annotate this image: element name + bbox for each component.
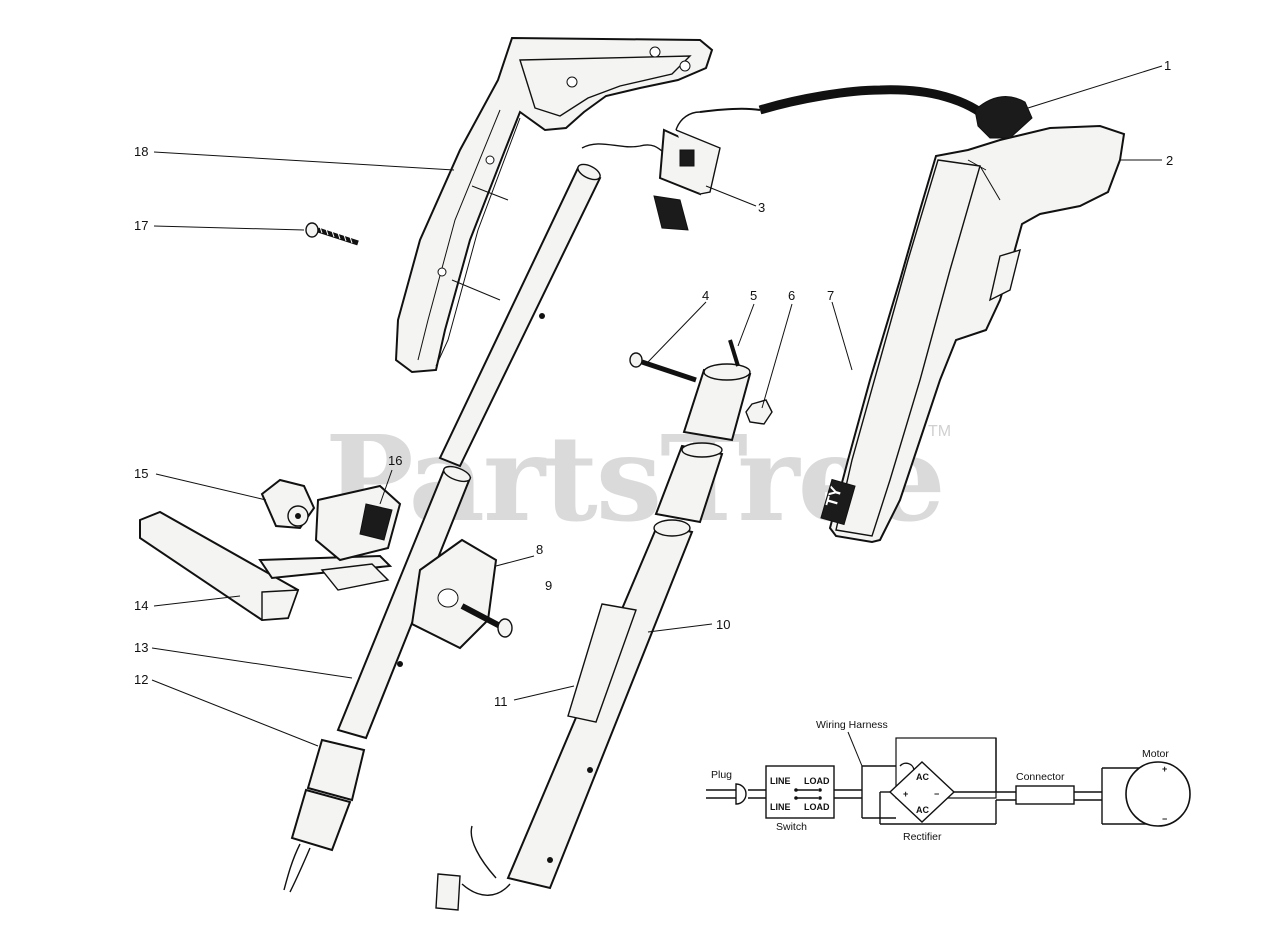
watermark-trademark: TM <box>928 423 951 440</box>
callout-11: 11 <box>494 694 508 709</box>
switch-box <box>765 765 835 819</box>
wiring-schematic: Wiring Harness Plug LINE LOAD LINE LOAD … <box>706 719 1191 843</box>
rectifier-ac-bottom: AC <box>916 805 929 815</box>
callout-12: 12 <box>134 672 148 687</box>
part-12-coupling <box>283 738 366 893</box>
plug-label: Plug <box>711 769 732 781</box>
part-10-lower-right-tube <box>506 519 694 890</box>
callout-18: 18 <box>134 144 148 159</box>
switch-label: Switch <box>776 821 807 833</box>
part-17-screw <box>305 222 359 246</box>
callout-4: 4 <box>702 288 709 303</box>
right-short-tube <box>654 442 724 524</box>
callout-7: 7 <box>827 288 834 303</box>
part-3-switch <box>581 111 721 231</box>
part-6-nut <box>745 399 773 425</box>
motor-symbol <box>1125 761 1191 827</box>
callout-labels: 1 2 3 4 5 6 7 8 9 10 11 12 13 14 15 16 1… <box>134 58 1173 709</box>
part-1-cord-plug <box>699 85 1033 139</box>
part-4-bolt <box>629 352 697 383</box>
leader-lines <box>151 65 1163 747</box>
callout-5: 5 <box>750 288 757 303</box>
rectifier-ac-top: AC <box>916 772 929 782</box>
callout-14: 14 <box>134 598 148 613</box>
switch-line-top: LINE <box>770 776 791 786</box>
callout-3: 3 <box>758 200 765 215</box>
rectifier-plus: + <box>903 789 908 799</box>
callout-17: 17 <box>134 218 148 233</box>
callout-10: 10 <box>716 617 730 632</box>
switch-line-bottom: LINE <box>770 802 791 812</box>
switch-load-bottom: LOAD <box>804 802 830 812</box>
part-13-lower-tube <box>336 465 472 740</box>
motor-minus: − <box>1162 814 1167 824</box>
callout-2: 2 <box>1166 153 1173 168</box>
rectifier-diamond <box>888 761 956 823</box>
callout-1: 1 <box>1164 58 1171 73</box>
decal-label: TY <box>824 484 846 509</box>
connector-symbol <box>1015 785 1075 805</box>
callout-15: 15 <box>134 466 148 481</box>
part-2-handle-half-right: TY <box>820 124 1126 544</box>
callout-6: 6 <box>788 288 795 303</box>
callout-13: 13 <box>134 640 148 655</box>
motor-label: Motor <box>1142 748 1169 760</box>
callout-8: 8 <box>536 542 543 557</box>
rectifier-minus: − <box>934 789 939 799</box>
part-15-knob <box>260 478 316 530</box>
connector-label: Connector <box>1016 771 1065 783</box>
part-5-connector <box>682 339 752 442</box>
upper-tube <box>438 163 602 468</box>
switch-load-top: LOAD <box>804 776 830 786</box>
part-8-bracket <box>410 538 498 650</box>
plug-symbol <box>735 783 747 805</box>
wiring-harness-label: Wiring Harness <box>816 719 888 731</box>
callout-9: 9 <box>545 578 552 593</box>
motor-plus: + <box>1162 764 1167 774</box>
part-18-handle-half-left <box>394 36 714 374</box>
part-16-clamp <box>314 484 402 591</box>
callout-16: 16 <box>388 453 402 468</box>
part-9-bolt <box>460 603 513 638</box>
part-14-rest-bar <box>139 510 300 622</box>
rectifier-label: Rectifier <box>903 831 942 843</box>
motor-wire-connector <box>435 825 511 911</box>
